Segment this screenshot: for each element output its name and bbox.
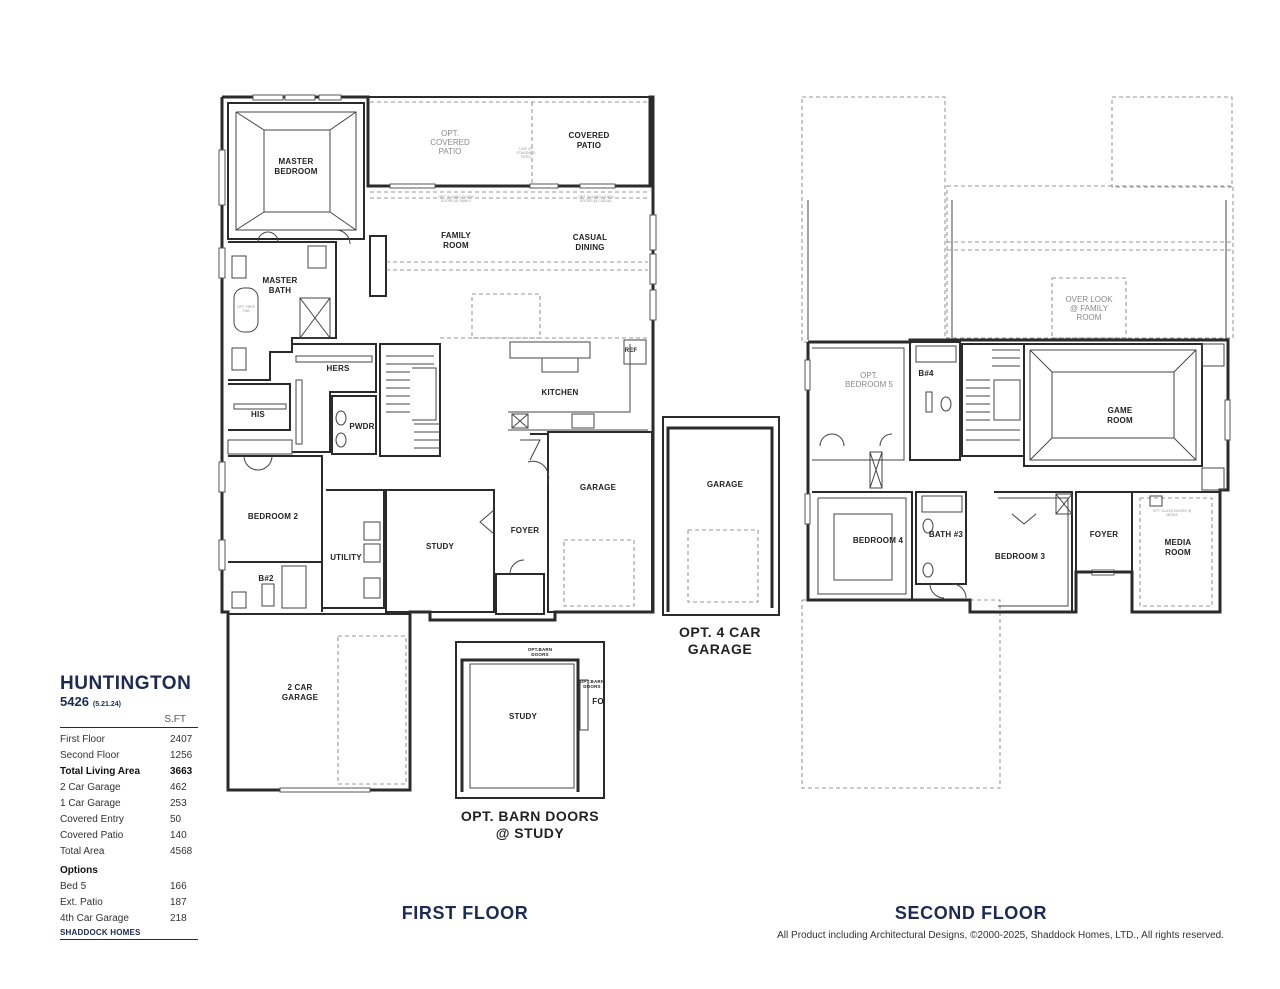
label-b2: B#2: [258, 574, 274, 583]
area-label: Total Living Area: [60, 766, 141, 777]
area-value: 2407: [170, 734, 193, 745]
opt-4-car-garage-plan: [662, 416, 780, 616]
label-kitchen: KITCHEN: [542, 388, 579, 397]
label-ref: REF: [625, 348, 638, 354]
area-value: 253: [170, 798, 187, 809]
label-hers: HERS: [326, 364, 349, 373]
area-value: 1256: [170, 750, 193, 761]
area-label: Total Area: [60, 846, 105, 857]
area-value: 166: [170, 881, 187, 892]
area-row: Ext. Patio 187: [60, 895, 198, 911]
area-row: 2 Car Garage 462: [60, 780, 198, 796]
sqft-header: S.FT: [164, 714, 186, 725]
area-row: 4th Car Garage 218: [60, 911, 198, 927]
label-opt-garage: GARAGE: [707, 480, 744, 489]
area-row: Covered Entry 50: [60, 812, 198, 828]
label-utility: UTILITY: [330, 553, 362, 562]
area-label: 4th Car Garage: [60, 913, 129, 924]
label-bedroom-2: BEDROOM 2: [248, 512, 299, 521]
area-label: Bed 5: [60, 881, 87, 892]
label-fo-partial: FO: [592, 697, 604, 706]
plan-number-value: 5426: [60, 694, 89, 709]
area-row: 1 Car Garage 253: [60, 796, 198, 812]
first-floor-plan: [218, 94, 657, 793]
area-row: Total Living Area 3663: [60, 764, 198, 780]
divider: [60, 727, 198, 728]
area-value: 462: [170, 782, 187, 793]
area-value: 218: [170, 913, 187, 924]
first-floor-title: FIRST FLOOR: [402, 903, 529, 923]
area-label: First Floor: [60, 734, 105, 745]
second-floor-title: SECOND FLOOR: [895, 903, 1047, 923]
area-row: Second Floor 1256: [60, 748, 198, 764]
area-label: Covered Entry: [60, 814, 124, 825]
label-foyer: FOYER: [511, 526, 540, 535]
label-pwdr: PWDR: [349, 422, 374, 431]
area-label: 2 Car Garage: [60, 782, 121, 793]
plan-date: (5.21.24): [92, 701, 121, 708]
brand-divider: [60, 939, 198, 940]
label-bedroom-3: BEDROOM 3: [995, 552, 1046, 561]
label-opt-study: STUDY: [509, 712, 538, 721]
label-opt-bedroom-5: OPT.BEDROOM 5: [845, 371, 894, 389]
area-value: 140: [170, 830, 187, 841]
label-opt-barn-doors: OPT. BARN DOORS@ STUDY: [461, 808, 599, 841]
opt-barn-doors-plan: [455, 641, 605, 799]
area-label: 1 Car Garage: [60, 798, 121, 809]
area-value: 3663: [170, 766, 193, 777]
label-b4: B#4: [918, 369, 934, 378]
label-bath-3: BATH #3: [929, 530, 963, 539]
square-footage-panel: HUNTINGTON 5426(5.21.24) S.FT First Floo…: [60, 674, 198, 940]
area-row: Bed 5 166: [60, 879, 198, 895]
area-label: Covered Patio: [60, 830, 124, 841]
area-row: Total Area 4568: [60, 844, 198, 860]
label-bedroom-4: BEDROOM 4: [853, 536, 904, 545]
label-study: STUDY: [426, 542, 455, 551]
plan-number: 5426(5.21.24): [60, 694, 198, 712]
options-title: Options: [60, 865, 98, 876]
brand-name: SHADDOCK HOMES: [60, 928, 141, 937]
copyright-notice: All Product including Architectural Desi…: [777, 930, 1224, 941]
area-value: 4568: [170, 846, 193, 857]
second-floor-plan: [801, 96, 1234, 789]
area-value: 50: [170, 814, 182, 825]
label-foyer-second: FOYER: [1090, 530, 1119, 539]
plan-name: HUNTINGTON: [60, 673, 192, 694]
label-his: HIS: [251, 410, 265, 419]
area-label: Ext. Patio: [60, 897, 103, 908]
area-value: 187: [170, 897, 187, 908]
label-garage: GARAGE: [580, 483, 617, 492]
area-row: Covered Patio 140: [60, 828, 198, 844]
note-media-doors: OPT. GLASS DOORS @MEDIA: [1153, 509, 1192, 517]
area-row: First Floor 2407: [60, 732, 198, 748]
area-label: Second Floor: [60, 750, 120, 761]
